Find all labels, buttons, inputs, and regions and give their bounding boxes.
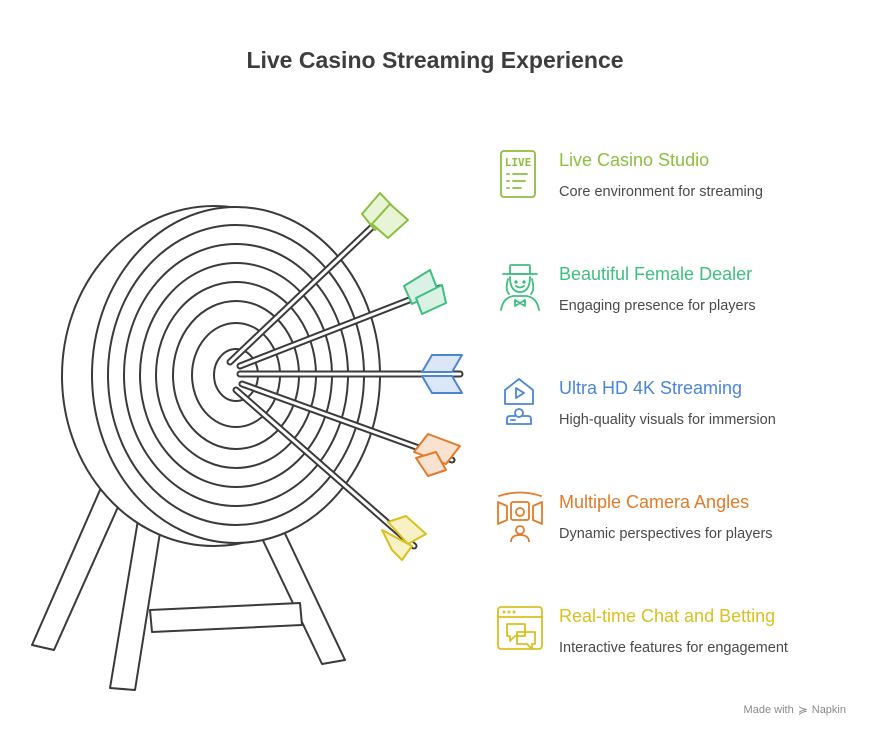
item-description: Dynamic perspectives for players bbox=[559, 526, 773, 542]
live-sign-icon: LIVE bbox=[500, 150, 536, 198]
item-live-casino-studio: LIVE Live Casino Studio Core environment… bbox=[495, 148, 855, 208]
chat-window-icon bbox=[497, 606, 543, 650]
item-heading: Real-time Chat and Betting bbox=[559, 606, 776, 626]
item-description: Interactive features for engagement bbox=[559, 640, 788, 656]
arrow-female-dealer bbox=[236, 269, 447, 370]
page-title: Live Casino Streaming Experience bbox=[246, 47, 624, 73]
item-description: High-quality visuals for immersion bbox=[559, 412, 776, 428]
credit-prefix: Made with bbox=[743, 704, 794, 716]
item-heading: Multiple Camera Angles bbox=[559, 492, 750, 512]
credit-brand: Napkin bbox=[811, 704, 846, 716]
arrow-chat-betting bbox=[232, 386, 427, 561]
arrow-4k-streaming bbox=[236, 354, 464, 394]
dealer-icon bbox=[500, 264, 540, 311]
target-stand-back-left-leg bbox=[31, 489, 123, 651]
target-stand-crossbar bbox=[149, 602, 303, 633]
item-camera-angles: Multiple Camera Angles Dynamic perspecti… bbox=[495, 490, 855, 550]
arrow-camera-angles bbox=[238, 380, 461, 477]
target-stand-back-right-leg bbox=[257, 522, 346, 665]
item-4k-streaming: Ultra HD 4K Streaming High-quality visua… bbox=[495, 376, 855, 436]
napkin-logo-icon: ≽ bbox=[797, 703, 808, 717]
item-chat-betting: Real-time Chat and Betting Interactive f… bbox=[495, 604, 855, 664]
svg-text:LIVE: LIVE bbox=[505, 156, 532, 169]
target-stand-front-leg bbox=[109, 519, 163, 691]
item-heading: Ultra HD 4K Streaming bbox=[559, 378, 743, 398]
item-female-dealer: Beautiful Female Dealer Engaging presenc… bbox=[495, 262, 855, 322]
item-heading: Beautiful Female Dealer bbox=[559, 264, 753, 284]
item-heading: Live Casino Studio bbox=[559, 150, 710, 170]
streaming-camera-icon bbox=[504, 378, 534, 425]
camera-angles-icon bbox=[497, 491, 543, 542]
arrow-live-casino-studio bbox=[226, 192, 409, 366]
item-description: Core environment for streaming bbox=[559, 184, 763, 200]
item-description: Engaging presence for players bbox=[559, 298, 756, 314]
napkin-credit[interactable]: Made with ≽ Napkin bbox=[744, 703, 846, 717]
